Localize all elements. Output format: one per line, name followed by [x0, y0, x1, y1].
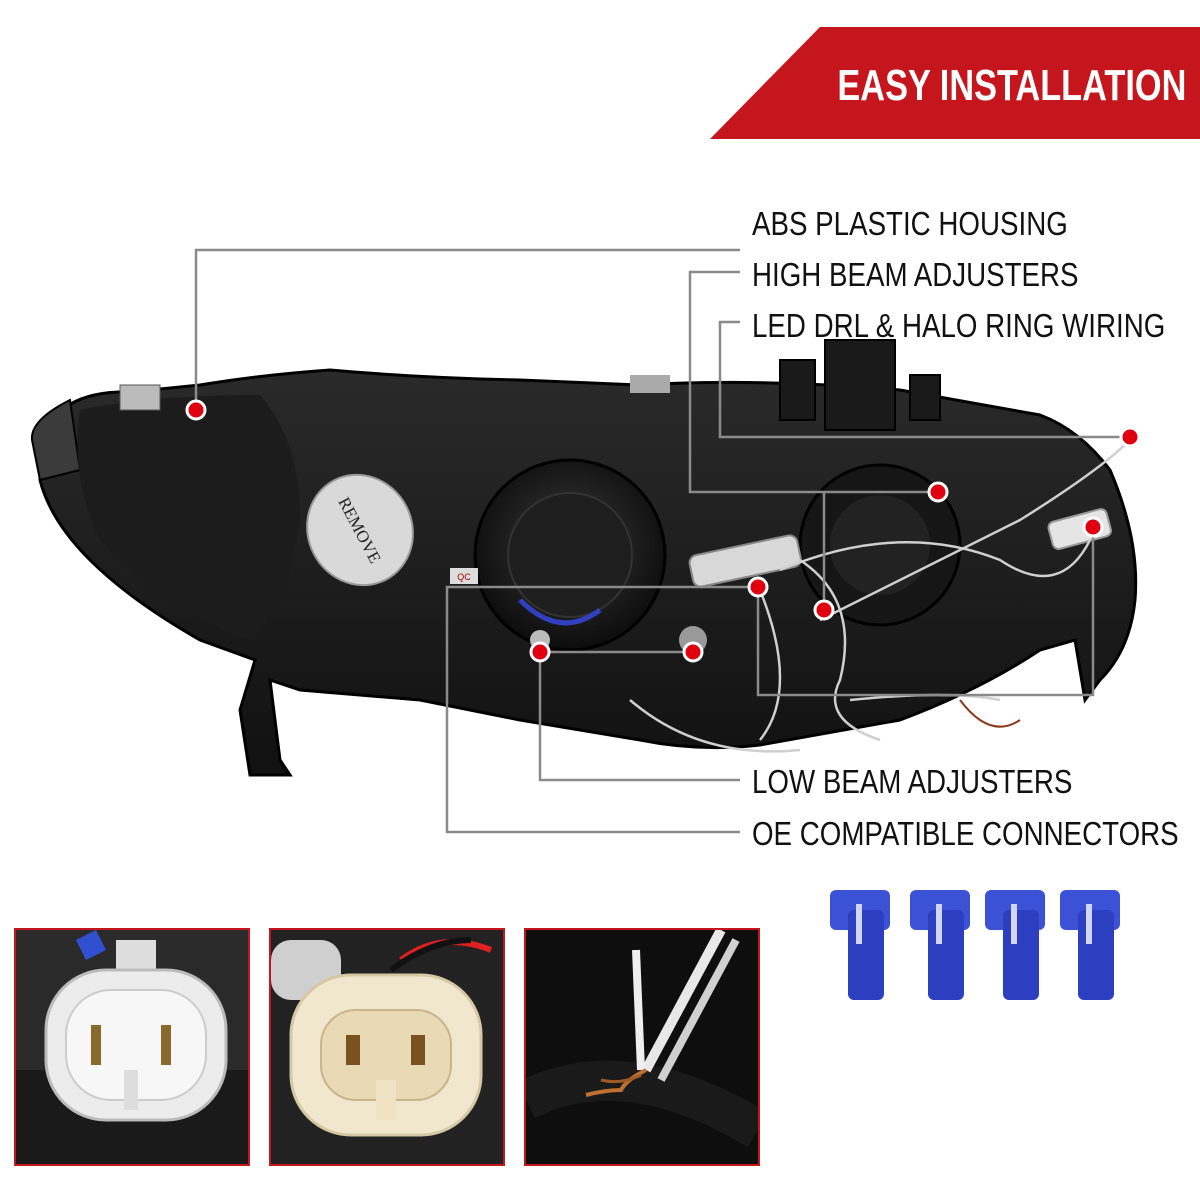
banner-title: EASY INSTALLATION	[837, 61, 1186, 110]
wire-tap-connectors	[830, 890, 1120, 1000]
callout-dot	[185, 399, 207, 421]
wire-splice-thumbnail	[524, 928, 760, 1166]
callout-dot	[747, 576, 769, 598]
callout-low-beam: LOW BEAM ADJUSTERS	[752, 763, 1073, 800]
callout-high-beam: HIGH BEAM ADJUSTERS	[752, 256, 1079, 293]
female-connector-thumbnail	[269, 928, 505, 1166]
remove-cap: REMOVE	[306, 473, 414, 587]
callout-abs-housing: ABS PLASTIC HOUSING	[752, 205, 1068, 242]
callout-dot	[1082, 516, 1104, 538]
male-connector-thumbnail	[14, 928, 250, 1166]
callout-dot	[1119, 426, 1141, 448]
callout-dot	[529, 641, 551, 663]
callout-dot	[927, 481, 949, 503]
callout-oe-connectors: OE COMPATIBLE CONNECTORS	[752, 815, 1179, 852]
easy-installation-banner: EASY INSTALLATION	[710, 27, 1200, 139]
callout-led-drl: LED DRL & HALO RING WIRING	[752, 307, 1166, 344]
callout-dot	[813, 599, 835, 621]
callout-dot	[682, 641, 704, 663]
svg-text:QC: QC	[457, 572, 471, 582]
